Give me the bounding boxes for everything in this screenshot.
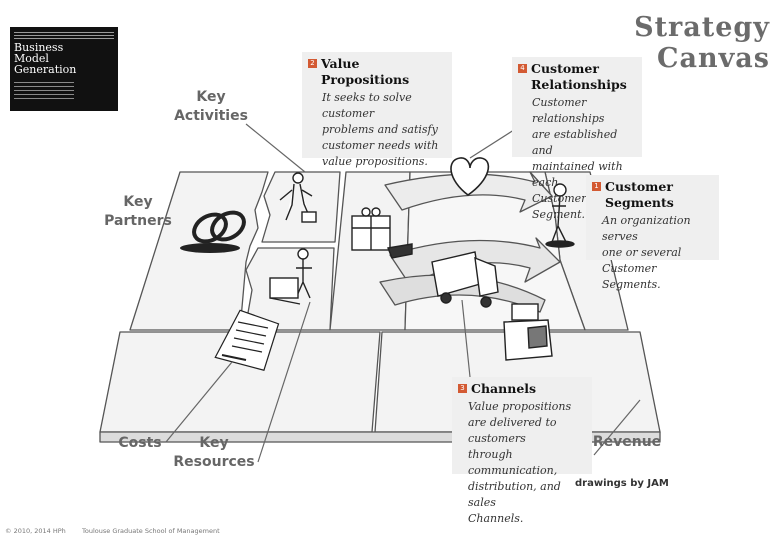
label-line: Activities (174, 108, 248, 124)
book-title-line: Model (14, 52, 49, 65)
customer-relationships-callout: 4 Customer Relationships Customer relati… (512, 57, 642, 221)
book-cover-image: Business Model Generation (10, 27, 118, 111)
callout-title-line: Customer (531, 61, 599, 76)
callout-description: It seeks to solve customer problems and … (322, 91, 439, 168)
callout-title: Customer Relationships (531, 61, 627, 93)
page-title: Strategy Canvas (634, 12, 770, 74)
number-badge: 2 (308, 59, 317, 68)
callout-title: Customer Segments (605, 179, 674, 211)
cash-register-icon (503, 303, 553, 361)
callout-title: Value Propositions (321, 56, 409, 88)
costs-label: Costs (112, 434, 168, 453)
key-activities-leader (245, 123, 306, 173)
school-name: Toulouse Graduate School of Management (82, 527, 220, 535)
callout-title-line: Customer (605, 179, 673, 194)
customer-relationships-leader (469, 127, 518, 159)
book-title-line: Business (14, 41, 64, 54)
label-line: Key (196, 89, 226, 105)
callout-title-line: Channels (471, 381, 537, 396)
resource-worker-icon (269, 248, 312, 305)
delivery-truck-icon (431, 251, 499, 308)
label-line: Revenue (592, 434, 662, 450)
drawings-credit: drawings by JAM (575, 478, 669, 489)
key-resources-leader (257, 301, 311, 463)
channels-leader (461, 299, 471, 378)
number-badge: 4 (518, 64, 527, 73)
gift-package-icon (351, 207, 413, 259)
label-line: Costs (118, 435, 162, 451)
value-propositions-callout: 2 Value Propositions It seeks to solve c… (302, 52, 452, 168)
key-resources-label: Key Resources (170, 434, 258, 472)
callout-description: An organization serves one or several Cu… (602, 214, 691, 291)
label-line: Resources (173, 454, 255, 470)
customer-segments-callout: 1 Customer Segments An organization serv… (586, 175, 719, 291)
callout-title-line: Relationships (531, 77, 627, 92)
callout-header: 3 Channels (458, 381, 586, 397)
number-badge: 1 (592, 182, 601, 191)
key-activities-label: Key Activities (166, 88, 256, 126)
channels-callout: 3 Channels Value propositions are delive… (452, 377, 592, 525)
key-activities-block (261, 171, 341, 243)
key-partners-label: Key Partners (98, 193, 178, 231)
callout-header: 4 Customer Relationships (518, 61, 636, 93)
callout-title-line: Segments (605, 195, 674, 210)
callout-description: Value propositions are delivered to cust… (468, 400, 572, 525)
callout-title-line: Propositions (321, 72, 410, 87)
book-cover-blurb (14, 30, 114, 44)
rings-icon (180, 210, 246, 253)
customer-figure-icon (545, 183, 575, 248)
contract-paper-icon (214, 309, 280, 371)
book-title-line: Generation (14, 63, 77, 76)
revenue-label: Revenue (592, 433, 662, 452)
heart-icon (450, 157, 490, 196)
number-badge: 3 (458, 384, 467, 393)
callout-title: Channels (471, 381, 536, 397)
worker-icon (279, 172, 317, 223)
book-cover-authors (14, 79, 74, 102)
copyright-text: © 2010, 2014 HPh (5, 527, 66, 535)
book-cover-title: Business Model Generation (14, 42, 76, 75)
label-line: Key (199, 435, 229, 451)
revenue-leader (593, 399, 641, 456)
costs-leader (165, 361, 233, 443)
callout-header: 2 Value Propositions (308, 56, 446, 88)
label-line: Partners (104, 213, 172, 229)
callout-description: Customer relationships are established a… (532, 96, 623, 221)
callout-header: 1 Customer Segments (592, 179, 713, 211)
callout-title-line: Value (321, 56, 360, 71)
label-line: Key (123, 194, 153, 210)
